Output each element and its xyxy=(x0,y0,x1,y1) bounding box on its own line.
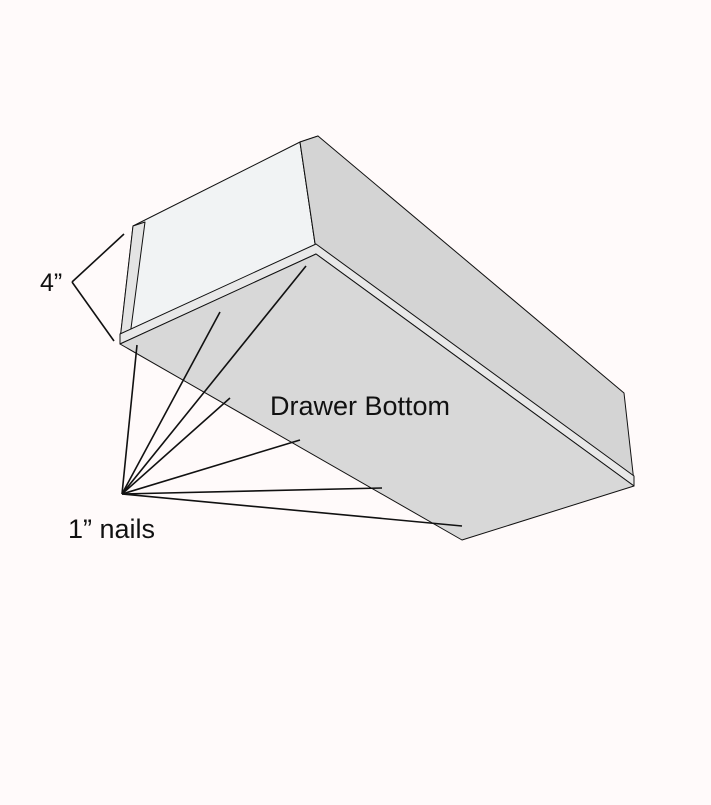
height-dimension-bracket xyxy=(71,233,125,342)
drawer-side-panel xyxy=(299,135,635,483)
nail-leader-7 xyxy=(121,493,463,527)
nail-leader-6 xyxy=(121,487,383,495)
drawer-bottom-panel xyxy=(119,253,635,541)
nail-leader-lines xyxy=(121,265,463,527)
drawer-box xyxy=(119,135,635,541)
nail-leader-5 xyxy=(121,439,301,495)
nail-leader-1 xyxy=(121,344,138,495)
fastener-label: 1” nails xyxy=(68,514,155,544)
part-name-label: Drawer Bottom xyxy=(270,391,450,421)
nail-leader-4 xyxy=(121,397,231,495)
height-dimension-label: 4” xyxy=(40,269,62,297)
nail-leader-2 xyxy=(121,311,221,495)
nail-leader-3 xyxy=(121,265,307,495)
